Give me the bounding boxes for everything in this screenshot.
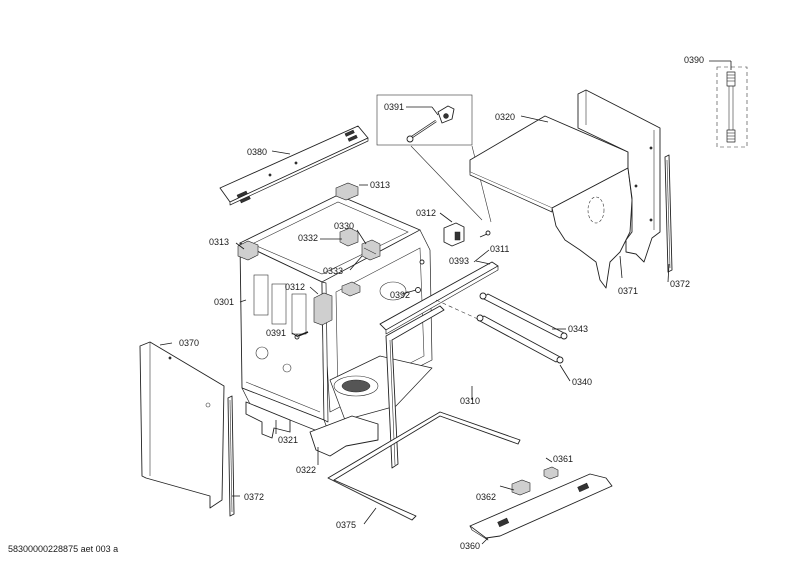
callout-0370: 0370 [179, 338, 199, 348]
part-0332-bracket [339, 227, 359, 247]
part-0361-clip [543, 466, 559, 480]
callout-0340: 0340 [572, 377, 592, 387]
part-0372-strip-left [227, 395, 235, 517]
callout-0361: 0361 [553, 454, 573, 464]
part-0312-holder [443, 222, 491, 247]
part-0393-screw [419, 259, 425, 265]
callout-0362: 0362 [476, 492, 496, 502]
callout-0322: 0322 [296, 465, 316, 475]
callout-0393: 0393 [449, 256, 469, 266]
callout-0392: 0392 [390, 290, 410, 300]
callout-labels: 0390 0391 0320 0380 0313 0312 0330 0332 … [179, 55, 704, 551]
callout-0332: 0332 [298, 233, 318, 243]
callout-0301: 0301 [214, 297, 234, 307]
callout-0312: 0312 [285, 282, 305, 292]
callout-0320: 0320 [495, 112, 515, 122]
part-0380-top-plate [219, 125, 369, 206]
part-0320-insulation [469, 115, 633, 289]
callout-0380: 0380 [247, 147, 267, 157]
callout-0330: 0330 [334, 221, 354, 231]
part-0360-plinth [469, 473, 613, 541]
document-reference: 58300000228875 aet 003 a [8, 544, 118, 554]
part-0311-rail [379, 261, 499, 335]
callout-0311: 0311 [490, 244, 509, 254]
callout-0372: 0372 [670, 279, 690, 289]
part-0333-clip [341, 281, 361, 297]
part-0343-rail [479, 292, 568, 340]
callout-0391: 0391 [384, 102, 404, 112]
callout-0313: 0313 [209, 237, 229, 247]
part-0392-screw [415, 287, 421, 293]
part-0301-tub [237, 182, 433, 437]
callout-0333: 0333 [323, 266, 343, 276]
part-0330-clip [361, 239, 381, 261]
leader-lines [159, 115, 670, 545]
part-0375-trim [327, 411, 521, 521]
callout-0313: 0313 [370, 180, 390, 190]
part-0390-hose [709, 60, 748, 148]
callout-0391: 0391 [266, 328, 286, 338]
callout-0310: 0310 [460, 396, 480, 406]
callout-0360: 0360 [460, 541, 480, 551]
callout-0390: 0390 [684, 55, 704, 65]
callout-0372: 0372 [244, 492, 264, 502]
callout-0375: 0375 [336, 520, 356, 530]
part-0362-clip [511, 479, 531, 496]
callout-0312: 0312 [416, 208, 436, 218]
part-0321-foot [245, 401, 291, 439]
part-0370-side-panel [139, 341, 225, 509]
detail-box-0391 [376, 94, 492, 223]
callout-0343: 0343 [568, 324, 588, 334]
part-0340-rail [476, 314, 564, 364]
callout-0371: 0371 [618, 286, 638, 296]
callout-0321: 0321 [278, 435, 298, 445]
part-0372-strip-right [664, 154, 673, 273]
part-0371-side-panel [577, 89, 661, 263]
